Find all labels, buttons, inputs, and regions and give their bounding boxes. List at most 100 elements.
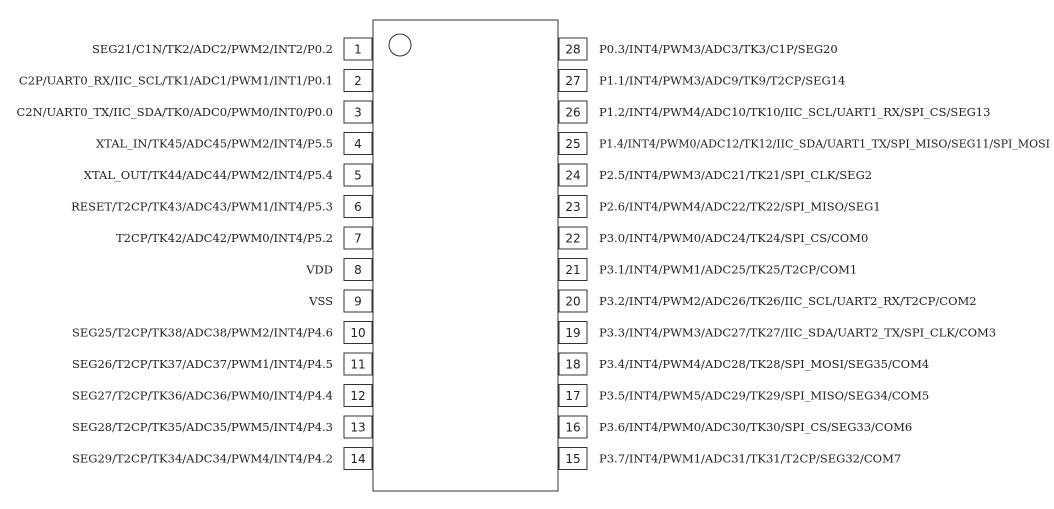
- pin-27: 27 P1.1/INT4/PWM3/ADC9/TK9/T2CP/SEG14: [558, 69, 845, 92]
- pin-box: [558, 37, 588, 61]
- pin-24: 24 P2.5/INT4/PWM3/ADC21/TK21/SPI_CLK/SEG2: [558, 163, 872, 187]
- pin-3: 3 C2N/UART0_TX/IIC_SDA/TK0/ADC0/PWM0/INT0…: [16, 100, 373, 124]
- pin-label: P3.5/INT4/PWM5/ADC29/TK29/SPI_MISO/SEG34…: [599, 389, 929, 403]
- pin-box: [343, 132, 373, 155]
- pin-17: 17 P3.5/INT4/PWM5/ADC29/TK29/SPI_MISO/SEG…: [558, 384, 929, 407]
- pin-label: P3.4/INT4/PWM4/ADC28/TK28/SPI_MOSI/SEG35…: [599, 357, 929, 371]
- pin-number: 18: [565, 358, 580, 372]
- pin-label: P0.3/INT4/PWM3/ADC3/TK3/C1P/SEG20: [599, 42, 838, 56]
- pin-19: 19 P3.3/INT4/PWM3/ADC27/TK27/IIC_SDA/UART…: [558, 321, 996, 344]
- pin-box: [343, 352, 373, 376]
- pin-label: P2.5/INT4/PWM3/ADC21/TK21/SPI_CLK/SEG2: [599, 168, 872, 182]
- pin-box: [558, 195, 588, 218]
- pin-box: [343, 163, 373, 187]
- pin-box: [558, 258, 588, 281]
- pin-label: P3.6/INT4/PWM0/ADC30/TK30/SPI_CS/SEG33/C…: [599, 420, 912, 434]
- pin-box: [558, 132, 588, 155]
- pin-21: 21 P3.1/INT4/PWM1/ADC25/TK25/T2CP/COM1: [558, 258, 857, 281]
- pin-label: P3.1/INT4/PWM1/ADC25/TK25/T2CP/COM1: [599, 263, 857, 277]
- pin-box: [343, 258, 373, 281]
- pin-number: 22: [565, 232, 580, 246]
- pin-box: [343, 226, 373, 250]
- pin-number: 26: [565, 106, 580, 120]
- pin-label: T2CP/TK42/ADC42/PWM0/INT4/P5.2: [116, 231, 333, 245]
- pin-number: 12: [350, 389, 365, 403]
- pin-28: 28 P0.3/INT4/PWM3/ADC3/TK3/C1P/SEG20: [558, 37, 838, 61]
- pin-box: [343, 415, 373, 439]
- pin-26: 26 P1.2/INT4/PWM4/ADC10/TK10/IIC_SCL/UART…: [558, 100, 990, 124]
- pin-number: 14: [350, 452, 365, 466]
- pin-label: P2.6/INT4/PWM4/ADC22/TK22/SPI_MISO/SEG1: [599, 200, 881, 214]
- pin-number: 10: [350, 326, 365, 340]
- pin-number: 16: [565, 421, 580, 435]
- pin-label: SEG25/T2CP/TK38/ADC38/PWM2/INT4/P4.6: [72, 326, 333, 340]
- pin-box: [558, 321, 588, 344]
- pin-number: 9: [354, 295, 362, 309]
- pin-label: P1.1/INT4/PWM3/ADC9/TK9/T2CP/SEG14: [599, 74, 845, 88]
- pin-label: P3.3/INT4/PWM3/ADC27/TK27/IIC_SDA/UART2_…: [599, 326, 996, 340]
- pin-box: [558, 415, 588, 439]
- pin-label: C2P/UART0_RX/IIC_SCL/TK1/ADC1/PWM1/INT1/…: [19, 74, 333, 88]
- pin-number: 17: [565, 389, 580, 403]
- pin-box: [558, 289, 588, 313]
- chip-body: [372, 19, 559, 492]
- pin-number: 28: [565, 43, 580, 57]
- pin-label: VDD: [305, 263, 333, 277]
- pin-label: SEG26/T2CP/TK37/ADC37/PWM1/INT4/P4.5: [72, 357, 333, 371]
- pin-label: RESET/T2CP/TK43/ADC43/PWM1/INT4/P5.3: [71, 200, 333, 214]
- pin-label: SEG28/T2CP/TK35/ADC35/PWM5/INT4/P4.3: [72, 420, 333, 434]
- pin-10: 10 SEG25/T2CP/TK38/ADC38/PWM2/INT4/P4.6: [72, 321, 373, 344]
- pin-label: P1.2/INT4/PWM4/ADC10/TK10/IIC_SCL/UART1_…: [599, 105, 990, 119]
- pin-box: [343, 37, 373, 61]
- pin-6: 6 RESET/T2CP/TK43/ADC43/PWM1/INT4/P5.3: [71, 195, 373, 218]
- pin-14: 14 SEG29/T2CP/TK34/ADC34/PWM4/INT4/P4.2: [72, 447, 373, 470]
- pin-box: [558, 226, 588, 250]
- pin-box: [558, 384, 588, 407]
- pin-2: 2 C2P/UART0_RX/IIC_SCL/TK1/ADC1/PWM1/INT1…: [19, 69, 373, 92]
- pin-number: 3: [354, 106, 362, 120]
- pin-label: VSS: [308, 294, 333, 308]
- pin-number: 19: [565, 326, 580, 340]
- pin-box: [343, 384, 373, 407]
- pin-number: 5: [354, 169, 362, 183]
- pin-box: [558, 163, 588, 187]
- pin-number: 15: [565, 452, 580, 466]
- pin-label: SEG29/T2CP/TK34/ADC34/PWM4/INT4/P4.2: [72, 452, 333, 466]
- pin-18: 18 P3.4/INT4/PWM4/ADC28/TK28/SPI_MOSI/SEG…: [558, 352, 929, 376]
- pin-number: 1: [354, 43, 362, 57]
- pin-number: 21: [565, 263, 580, 277]
- pin-box: [343, 289, 373, 313]
- pin-number: 24: [565, 169, 580, 183]
- pin-label: SEG27/T2CP/TK36/ADC36/PWM0/INT4/P4.4: [72, 389, 333, 403]
- pin-number: 27: [565, 74, 580, 88]
- pin-number: 11: [350, 358, 365, 372]
- pin-number: 2: [354, 74, 362, 88]
- pin1-marker-circle: [388, 33, 412, 57]
- pin-box: [343, 100, 373, 124]
- pin-label: P3.0/INT4/PWM0/ADC24/TK24/SPI_CS/COM0: [599, 231, 868, 245]
- pin-box: [343, 69, 373, 92]
- pin-11: 11 SEG26/T2CP/TK37/ADC37/PWM1/INT4/P4.5: [72, 352, 373, 376]
- pin-7: 7 T2CP/TK42/ADC42/PWM0/INT4/P5.2: [116, 226, 373, 250]
- pin-label: P3.2/INT4/PWM2/ADC26/TK26/IIC_SCL/UART2_…: [599, 294, 977, 308]
- pin-12: 12 SEG27/T2CP/TK36/ADC36/PWM0/INT4/P4.4: [72, 384, 373, 407]
- pin-label: XTAL_IN/TK45/ADC45/PWM2/INT4/P5.5: [96, 137, 333, 151]
- pin-9: 9 VSS: [308, 289, 373, 313]
- pin-22: 22 P3.0/INT4/PWM0/ADC24/TK24/SPI_CS/COM0: [558, 226, 868, 250]
- pin-number: 7: [354, 232, 362, 246]
- pin-box: [558, 352, 588, 376]
- pin-label: C2N/UART0_TX/IIC_SDA/TK0/ADC0/PWM0/INT0/…: [16, 105, 333, 119]
- pin-number: 6: [354, 200, 362, 214]
